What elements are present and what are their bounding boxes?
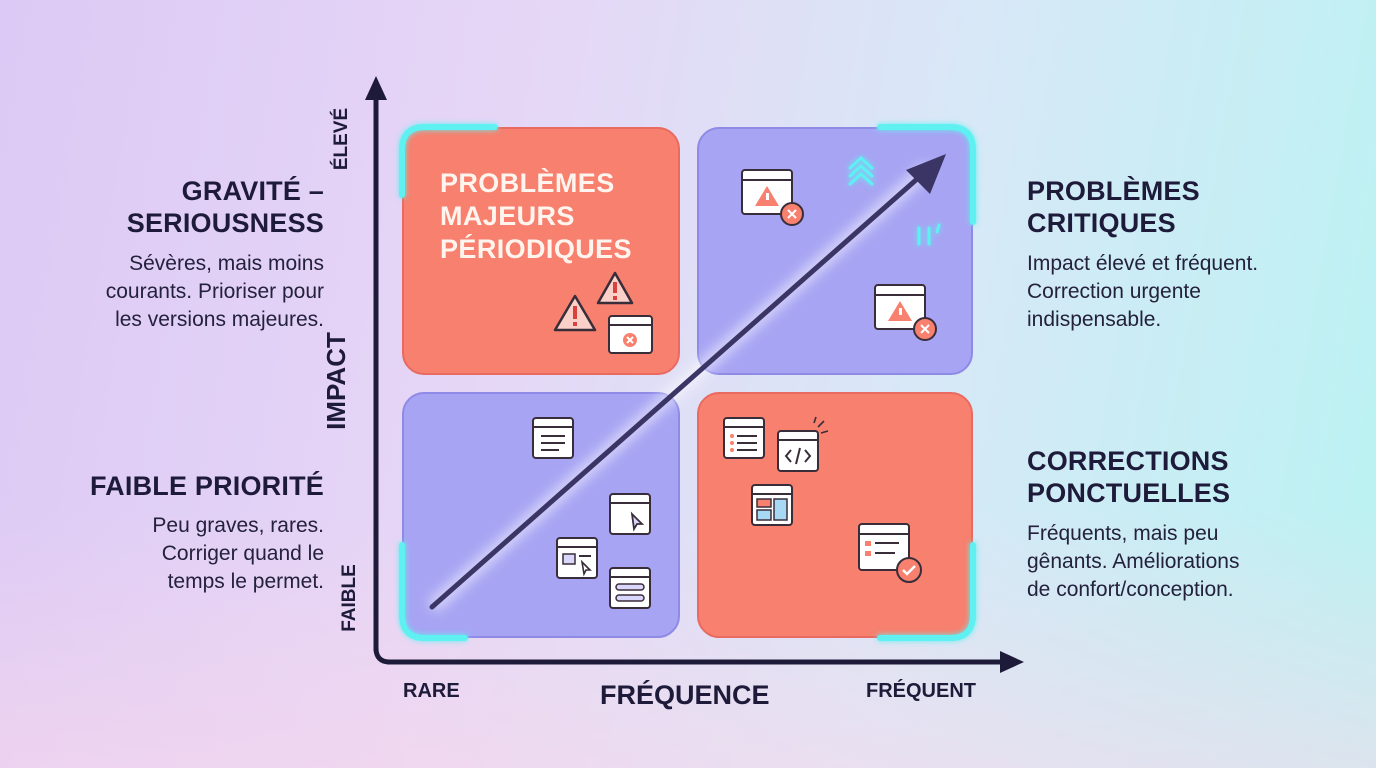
gravite-desc-line3: les versions majeures. bbox=[115, 308, 324, 331]
ponctuelles-desc-line1: Fréquents, mais peu bbox=[1027, 522, 1219, 545]
diagonal-arrow-head-icon bbox=[906, 154, 946, 194]
critiques-desc-line1: Impact élevé et fréquent. bbox=[1027, 252, 1259, 275]
faible-desc-line2: Corriger quand le bbox=[161, 542, 324, 565]
error-window-icon bbox=[874, 284, 937, 341]
critiques-heading-line1: PROBLÈMES bbox=[1027, 176, 1200, 206]
document-window-icon bbox=[532, 417, 574, 459]
list-window-icon bbox=[609, 567, 651, 609]
ponctuelles-heading-line2: PONCTUELLES bbox=[1027, 478, 1231, 508]
x-axis-low-label: RARE bbox=[403, 680, 460, 702]
warning-triangle-icon bbox=[553, 294, 597, 332]
warning-triangle-icon bbox=[596, 271, 634, 305]
faible-priorite-description: Peu graves, rares. Corriger quand le tem… bbox=[40, 512, 324, 596]
gravite-desc-line1: Sévères, mais moins bbox=[129, 252, 324, 275]
quadrant-majeurs-title-line2: MAJEURS bbox=[440, 201, 575, 231]
faible-desc-line1: Peu graves, rares. bbox=[152, 514, 324, 537]
critiques-desc-line3: indispensable. bbox=[1027, 308, 1162, 331]
critiques-heading-line2: CRITIQUES bbox=[1027, 208, 1176, 238]
glow-bracket-top-right bbox=[877, 124, 976, 225]
gravite-heading-line1: GRAVITÉ – bbox=[181, 176, 324, 206]
critiques-description: Impact élevé et fréquent. Correction urg… bbox=[1027, 250, 1357, 334]
ponctuelles-desc-line3: de confort/conception. bbox=[1027, 578, 1234, 601]
y-axis-low-label: FAIBLE bbox=[339, 564, 360, 632]
x-axis-arrow-icon bbox=[1000, 651, 1024, 673]
list-window-icon bbox=[723, 417, 765, 459]
quadrant-majeurs-title-line1: PROBLÈMES bbox=[440, 168, 615, 198]
y-axis-title: IMPACT bbox=[321, 332, 351, 430]
ponctuelles-description: Fréquents, mais peu gênants. Amélioratio… bbox=[1027, 520, 1357, 604]
ponctuelles-desc-line2: gênants. Améliorations bbox=[1027, 550, 1240, 573]
gravite-desc-line2: courants. Prioriser pour bbox=[105, 280, 324, 303]
critiques-heading: PROBLÈMES CRITIQUES bbox=[1027, 175, 1347, 239]
y-axis-high-label: ÉLEVÉ bbox=[331, 107, 352, 171]
chevrons-up-icon bbox=[848, 155, 874, 186]
glow-bracket-bottom-right bbox=[877, 542, 976, 641]
faible-priorite-heading: FAIBLE PRIORITÉ bbox=[89, 471, 324, 501]
ponctuelles-heading: CORRECTIONS PONCTUELLES bbox=[1027, 445, 1347, 509]
x-axis-title: FRÉQUENCE bbox=[600, 680, 770, 710]
error-window-icon bbox=[608, 315, 653, 354]
critiques-desc-line2: Correction urgente bbox=[1027, 280, 1201, 303]
gravite-heading-line2: SERIOUSNESS bbox=[126, 208, 324, 238]
glow-bracket-bottom-left bbox=[399, 542, 468, 641]
diagonal-trend-arrow bbox=[429, 169, 928, 610]
layout-window-icon bbox=[751, 484, 793, 526]
corner-glow-brackets bbox=[399, 124, 976, 641]
quadrant-majeurs-title-line3: PÉRIODIQUES bbox=[440, 234, 632, 264]
code-window-icon bbox=[777, 416, 829, 472]
gravite-heading: GRAVITÉ – SERIOUSNESS bbox=[60, 175, 324, 239]
faible-desc-line3: temps le permet. bbox=[167, 570, 324, 593]
x-axis-high-label: FRÉQUENT bbox=[866, 680, 976, 702]
error-window-icon bbox=[741, 169, 804, 226]
glow-bracket-top-left bbox=[399, 124, 498, 198]
background-wash bbox=[0, 508, 1376, 768]
gravite-description: Sévères, mais moins courants. Prioriser … bbox=[40, 250, 324, 334]
glow-tick-marks bbox=[917, 223, 941, 246]
ponctuelles-heading-line1: CORRECTIONS bbox=[1027, 446, 1229, 476]
y-axis-arrow-icon bbox=[365, 76, 387, 100]
check-window-icon bbox=[858, 523, 922, 583]
cursor-window-icon bbox=[609, 493, 651, 535]
quadrant-majeurs-title: PROBLÈMES MAJEURS PÉRIODIQUES bbox=[440, 167, 632, 266]
cursor-window-icon bbox=[556, 537, 598, 579]
